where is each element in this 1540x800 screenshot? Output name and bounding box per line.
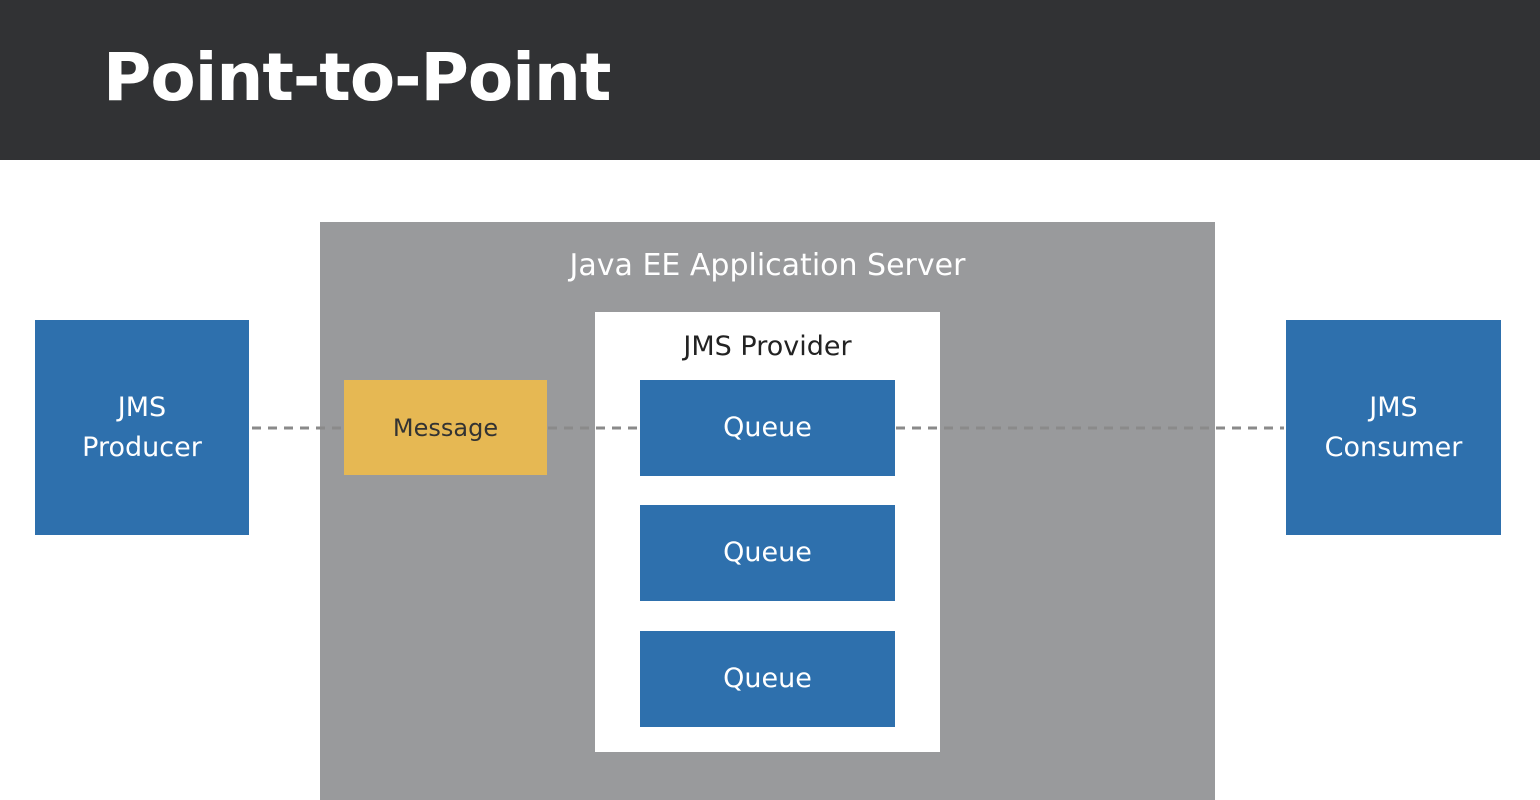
- jms-consumer-node: JMS Consumer: [1286, 320, 1501, 535]
- queue-label-1: Queue: [723, 412, 812, 443]
- title-bar: Point-to-Point: [0, 0, 1540, 160]
- queue-node-3: Queue: [640, 631, 895, 727]
- jms-producer-label-line-2: Producer: [82, 431, 202, 463]
- queue-label-3: Queue: [723, 663, 812, 694]
- message-node: Message: [344, 380, 547, 475]
- queue-node-1: Queue: [640, 380, 895, 476]
- application-server-label: Java EE Application Server: [569, 248, 966, 283]
- jms-producer-label-line-1: JMS: [117, 391, 167, 423]
- queue-label-2: Queue: [723, 537, 812, 568]
- jms-provider-label: JMS Provider: [683, 331, 852, 362]
- slide-title: Point-to-Point: [103, 39, 611, 116]
- jms-consumer-label-line-2: Consumer: [1324, 431, 1463, 463]
- jms-producer-node: JMS Producer: [35, 320, 249, 535]
- message-label: Message: [392, 413, 499, 442]
- queue-node-2: Queue: [640, 505, 895, 601]
- jms-consumer-label-line-1: JMS: [1369, 391, 1418, 423]
